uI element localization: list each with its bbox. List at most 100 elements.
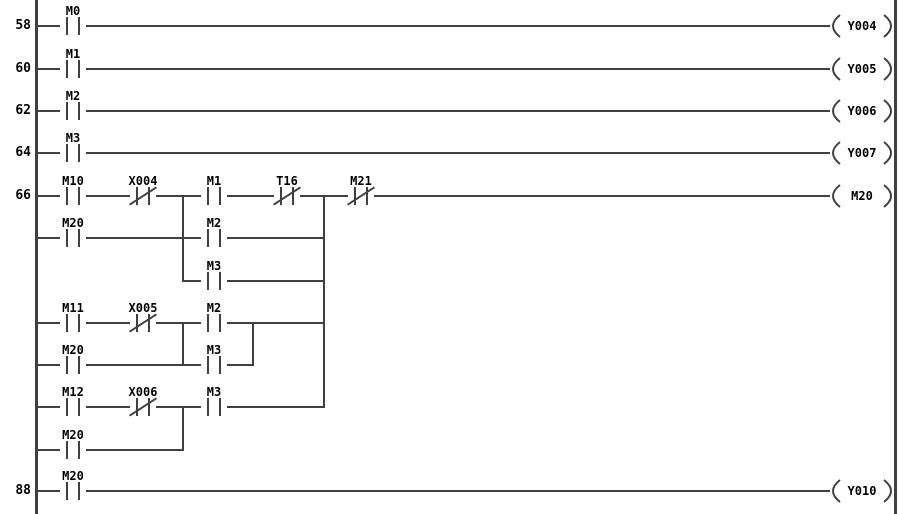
coil-Y005[interactable]: Y005 <box>824 56 900 82</box>
nc-slash-icon <box>273 186 301 206</box>
no-contact-M0[interactable]: M0 <box>60 5 86 35</box>
contact-bar <box>78 102 80 120</box>
wire-rung-58 <box>38 25 830 27</box>
no-contact-M3[interactable]: M3 <box>201 260 227 290</box>
contact-bar <box>78 356 80 374</box>
rung-number-60: 60 <box>15 61 31 76</box>
contact-bar <box>78 60 80 78</box>
contact-bar <box>219 356 221 374</box>
contact-bar <box>78 144 80 162</box>
contact-label: M12 <box>61 385 85 399</box>
nc-slash-icon <box>347 186 375 206</box>
wire-vertical-branch-3 <box>182 322 184 366</box>
wire-vertical-branch-5 <box>182 406 184 451</box>
no-contact-M3[interactable]: M3 <box>201 386 227 416</box>
no-contact-M11[interactable]: M11 <box>60 302 86 332</box>
wire-vertical-branch-4 <box>252 322 254 366</box>
rung-number-58: 58 <box>15 18 31 33</box>
contact-label: M20 <box>61 469 85 483</box>
no-contact-M20[interactable]: M20 <box>60 217 86 247</box>
nc-slash-icon <box>129 397 157 417</box>
contact-bar <box>148 314 150 332</box>
nc-contact-X004[interactable]: X004 <box>127 175 159 206</box>
contact-label: M2 <box>64 89 82 103</box>
contact-bar <box>78 398 80 416</box>
contact-bar <box>148 398 150 416</box>
contact-bar <box>66 17 68 35</box>
contact-bar <box>207 356 209 374</box>
no-contact-M20[interactable]: M20 <box>60 344 86 374</box>
no-contact-M1[interactable]: M1 <box>60 48 86 78</box>
nc-contact-X006[interactable]: X006 <box>127 386 159 417</box>
wire-branch-row-5 <box>38 406 325 408</box>
contact-bar <box>66 187 68 205</box>
contact-bar <box>136 398 138 416</box>
contact-label: M1 <box>205 174 223 188</box>
contact-bar <box>66 102 68 120</box>
contact-bar <box>66 356 68 374</box>
contact-label: T16 <box>275 174 299 188</box>
nc-contact-T16[interactable]: T16 <box>273 175 301 206</box>
contact-label: M2 <box>205 301 223 315</box>
nc-slash-icon <box>129 186 157 206</box>
no-contact-M20[interactable]: M20 <box>60 470 86 500</box>
contact-bar <box>219 229 221 247</box>
left-power-rail <box>35 0 38 514</box>
contact-bar <box>78 187 80 205</box>
contact-bar <box>78 17 80 35</box>
no-contact-M1[interactable]: M1 <box>201 175 227 205</box>
contact-bar <box>66 482 68 500</box>
coil-label: Y005 <box>847 62 877 76</box>
wire-rung-60 <box>38 68 830 70</box>
coil-label: Y007 <box>847 146 877 160</box>
wire-rung-62 <box>38 110 830 112</box>
contact-bar <box>207 229 209 247</box>
coil-parentheses-icon <box>832 14 892 38</box>
contact-bar <box>219 314 221 332</box>
rung-number-64: 64 <box>15 145 31 160</box>
wire-vertical-branch-1 <box>182 195 184 282</box>
coil-parentheses-icon <box>832 141 892 165</box>
coil-Y006[interactable]: Y006 <box>824 98 900 124</box>
no-contact-M2[interactable]: M2 <box>201 217 227 247</box>
contact-label: M20 <box>61 343 85 357</box>
nc-contact-M21[interactable]: M21 <box>347 175 375 206</box>
coil-Y004[interactable]: Y004 <box>824 13 900 39</box>
coil-parentheses-icon <box>832 57 892 81</box>
contact-bar <box>78 441 80 459</box>
contact-bar <box>66 229 68 247</box>
wire-rung-66-main <box>38 195 830 197</box>
wire-branch-row-2 <box>182 280 325 282</box>
coil-parentheses-icon <box>832 99 892 123</box>
coil-Y010[interactable]: Y010 <box>824 478 900 504</box>
no-contact-M3[interactable]: M3 <box>201 344 227 374</box>
coil-label: Y004 <box>847 19 877 33</box>
coil-label: Y010 <box>847 484 877 498</box>
nc-contact-X005[interactable]: X005 <box>127 302 159 333</box>
coil-M20[interactable]: M20 <box>824 183 900 209</box>
wire-branch-row-1 <box>38 237 325 239</box>
no-contact-M2[interactable]: M2 <box>60 90 86 120</box>
contact-bar <box>207 272 209 290</box>
no-contact-M12[interactable]: M12 <box>60 386 86 416</box>
coil-Y007[interactable]: Y007 <box>824 140 900 166</box>
rung-number-88: 88 <box>15 483 31 498</box>
contact-label: M0 <box>64 4 82 18</box>
contact-bar <box>66 398 68 416</box>
coil-parentheses-icon <box>832 479 892 503</box>
contact-label: X004 <box>127 174 159 188</box>
no-contact-M10[interactable]: M10 <box>60 175 86 205</box>
nc-slash-icon <box>129 313 157 333</box>
contact-bar <box>78 229 80 247</box>
coil-label: M20 <box>851 189 873 203</box>
contact-bar <box>219 272 221 290</box>
contact-bar <box>78 482 80 500</box>
contact-bar <box>292 187 294 205</box>
wire-branch-row-6 <box>38 449 184 451</box>
no-contact-M20[interactable]: M20 <box>60 429 86 459</box>
no-contact-M2[interactable]: M2 <box>201 302 227 332</box>
no-contact-M3[interactable]: M3 <box>60 132 86 162</box>
contact-bar <box>66 441 68 459</box>
contact-label: M3 <box>205 385 223 399</box>
